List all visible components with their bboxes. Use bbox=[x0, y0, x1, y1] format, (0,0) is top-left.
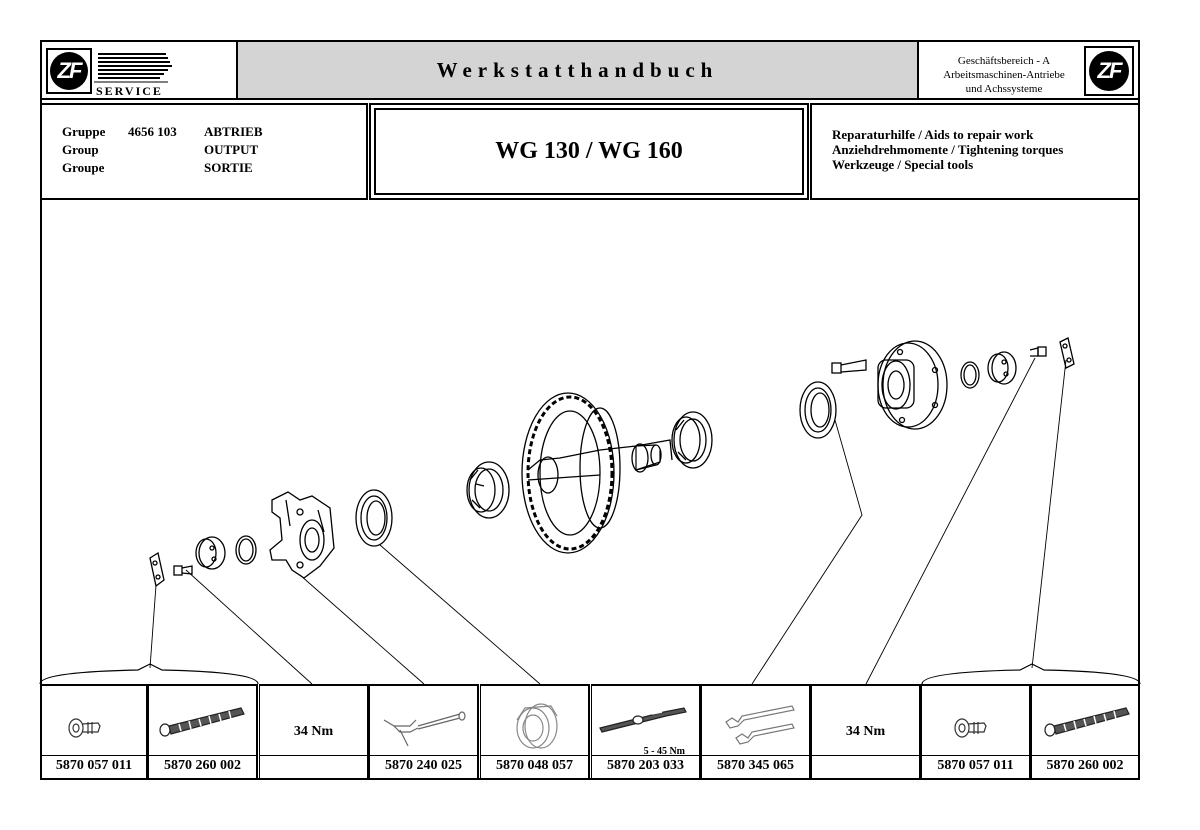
bolt-left bbox=[173, 565, 193, 576]
aids-box: Reparaturhilfe / Aids to repair work Anz… bbox=[810, 103, 1140, 200]
tool-cell-2: 5870 260 002 bbox=[148, 684, 258, 780]
tool-cell-10: 5870 260 002 bbox=[1031, 684, 1140, 780]
disc-left bbox=[195, 536, 226, 570]
aids-line: Reparaturhilfe / Aids to repair work bbox=[832, 127, 1034, 142]
disc-right bbox=[987, 351, 1017, 385]
manual-title: Werkstatthandbuch bbox=[436, 57, 719, 82]
tool-cell-3: 34 Nm bbox=[259, 684, 369, 780]
lifting-eye-icon bbox=[68, 718, 101, 738]
tool-divider bbox=[702, 755, 809, 756]
zf-logo-right: ZF bbox=[1084, 46, 1134, 96]
tool-number: 5870 048 057 bbox=[496, 758, 573, 773]
snap-ring-right bbox=[960, 361, 980, 389]
tool-divider bbox=[370, 755, 477, 756]
tool-number: 5870 203 033 bbox=[607, 758, 684, 773]
torque-range: 5 - 45 Nm bbox=[643, 746, 685, 757]
tool-number: 5870 057 011 bbox=[55, 758, 133, 773]
group-name: OUTPUT bbox=[204, 142, 259, 157]
roller-bearing-left bbox=[466, 461, 510, 519]
division-line: Arbeitsmaschinen-Antriebe bbox=[943, 69, 1065, 81]
lifting-eye-icon bbox=[954, 718, 987, 738]
tool-cell-7: 5870 345 065 bbox=[701, 684, 811, 780]
group-names: ABTRIEB OUTPUT SORTIE bbox=[204, 123, 263, 177]
tool-number: 5870 240 025 bbox=[385, 758, 462, 773]
aids-list: Reparaturhilfe / Aids to repair work Anz… bbox=[832, 127, 1063, 172]
tool-number: 5870 260 002 bbox=[164, 758, 241, 773]
threaded-rod-icon bbox=[159, 707, 245, 737]
zf-logo: ZF bbox=[46, 48, 92, 94]
tool-number: 5870 345 065 bbox=[717, 758, 794, 773]
tool-divider bbox=[149, 755, 256, 756]
companion-flange bbox=[877, 340, 948, 430]
tool-number: 5870 260 002 bbox=[1046, 758, 1124, 773]
model-title: WG 130 / WG 160 bbox=[374, 108, 804, 195]
tool-divider bbox=[1032, 755, 1138, 756]
output-yoke bbox=[269, 491, 335, 579]
speed-lines-icon bbox=[94, 53, 172, 83]
tool-number: 5870 057 011 bbox=[937, 758, 1014, 773]
tool-divider bbox=[42, 755, 146, 756]
tool-cell-5: 5870 048 057 bbox=[480, 684, 590, 780]
group-name: SORTIE bbox=[204, 160, 253, 175]
shaft-seal-left bbox=[355, 489, 393, 547]
aids-line: Anziehdrehmomente / Tightening torques bbox=[832, 142, 1064, 157]
group-label: Gruppe bbox=[62, 124, 106, 139]
roller-bearing-right bbox=[671, 411, 713, 469]
tool-cell-4: 5870 240 025 bbox=[369, 684, 479, 780]
tool-cell-9: 5870 057 011 bbox=[921, 684, 1031, 780]
fixture-icon bbox=[383, 711, 466, 747]
tool-divider bbox=[812, 755, 919, 756]
group-label: Group bbox=[62, 142, 99, 157]
group-name: ABTRIEB bbox=[204, 124, 263, 139]
tool-cell-8: 34 Nm bbox=[811, 684, 921, 780]
group-label: Groupe bbox=[62, 160, 105, 175]
manual-title-box: Werkstatthandbuch bbox=[238, 40, 919, 100]
group-number: 4656 103 bbox=[128, 124, 177, 139]
aids-line: Werkzeuge / Special tools bbox=[832, 157, 974, 172]
torque-value: 34 Nm bbox=[845, 724, 886, 739]
bolt-right bbox=[831, 359, 867, 374]
threaded-rod-icon bbox=[1044, 707, 1130, 737]
model-box: WG 130 / WG 160 bbox=[369, 103, 809, 200]
division-box bbox=[918, 40, 1140, 100]
snap-ring-left bbox=[235, 535, 257, 565]
shaft-seal-right bbox=[799, 381, 837, 439]
press-sleeve-icon bbox=[516, 703, 558, 749]
tool-divider bbox=[592, 755, 699, 756]
division-line: und Achssysteme bbox=[965, 83, 1043, 95]
group-labels: Gruppe Group Groupe bbox=[62, 123, 105, 177]
lock-plate-right bbox=[1059, 337, 1075, 369]
leader-lines bbox=[39, 357, 1141, 685]
service-label: SERVICE bbox=[96, 84, 163, 98]
division-text: Geschäftsbereich - A Arbeitsmaschinen-An… bbox=[930, 54, 1078, 96]
tool-cell-6: 5 - 45 Nm 5870 203 033 bbox=[591, 684, 701, 780]
zf-logo-mark: ZF bbox=[50, 52, 88, 90]
torque-value: 34 Nm bbox=[293, 724, 334, 739]
torque-wrench-icon bbox=[599, 707, 687, 733]
output-gear-shaft bbox=[521, 392, 673, 554]
small-bolt-right bbox=[1029, 346, 1047, 357]
tool-divider bbox=[260, 755, 367, 756]
division-line: Geschäftsbereich - A bbox=[957, 55, 1051, 67]
lock-plate-left bbox=[149, 551, 165, 588]
tool-divider bbox=[922, 755, 1029, 756]
service-logo-box: ZF bbox=[40, 40, 238, 100]
tool-cell-1: 5870 057 011 bbox=[40, 684, 148, 780]
zf-logo-mark: ZF bbox=[1089, 51, 1129, 91]
group-box: Gruppe Group Groupe 4656 103 ABTRIEB OUT… bbox=[40, 103, 368, 200]
wrench-pair-icon bbox=[725, 705, 795, 745]
tool-divider bbox=[481, 755, 588, 756]
